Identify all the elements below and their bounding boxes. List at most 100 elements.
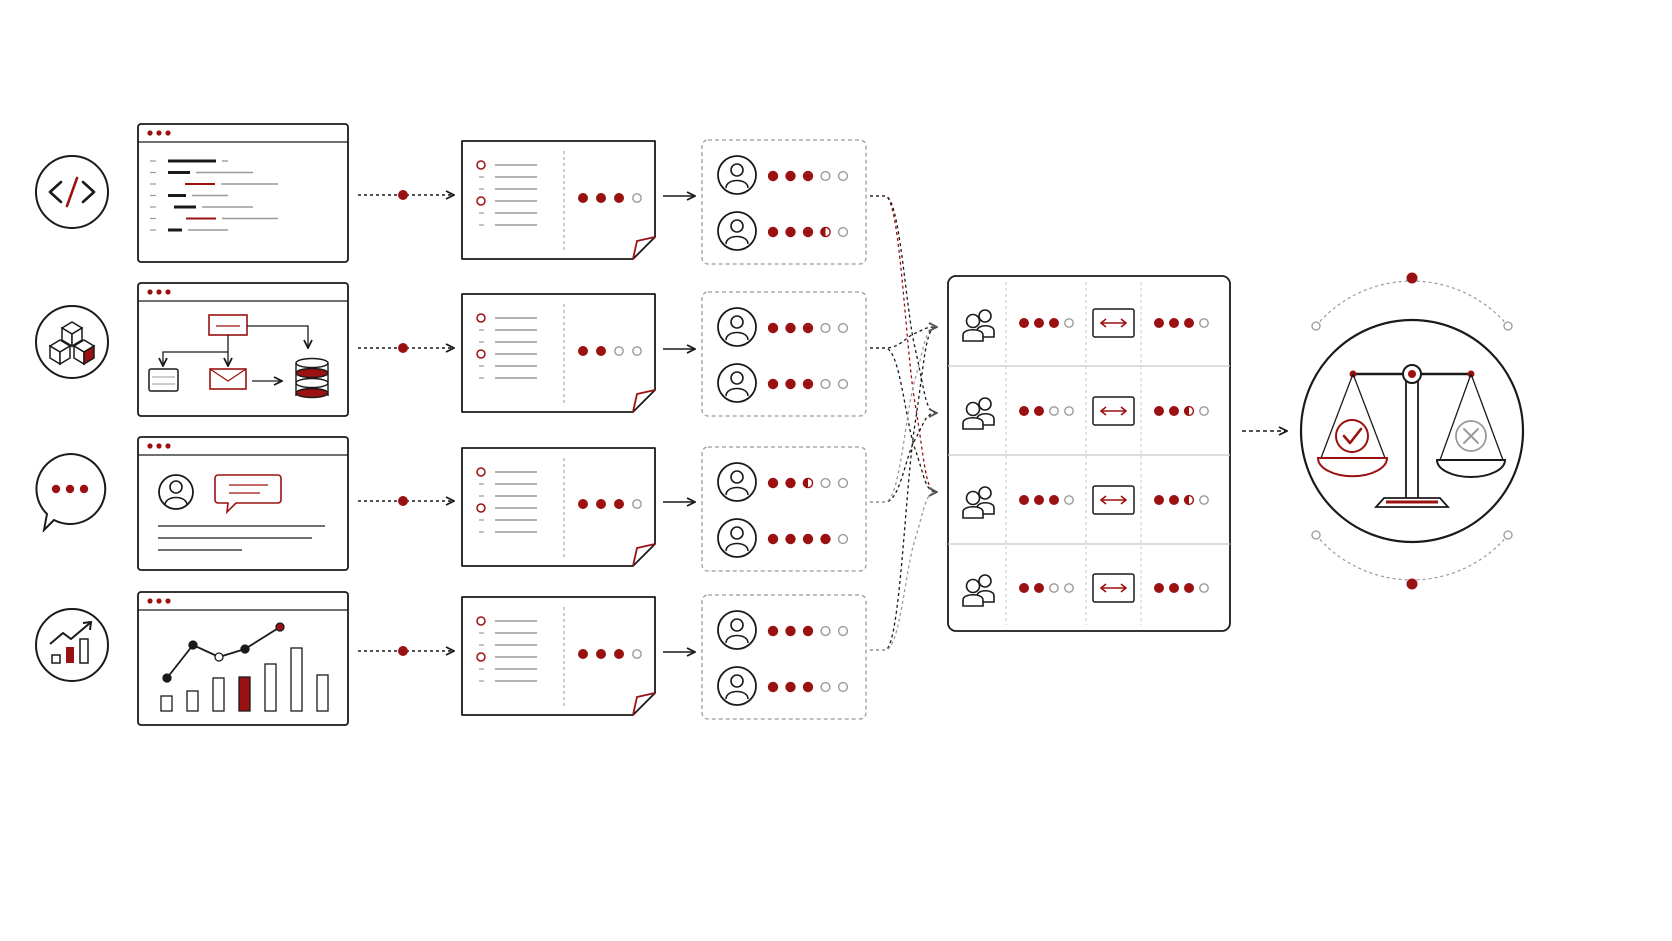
window-control-dot (147, 130, 153, 136)
connector-node-dot (398, 496, 408, 506)
trend-line (49, 622, 91, 645)
rater-score (767, 681, 849, 693)
orbit-node (1311, 321, 1321, 331)
swap-arrow-right-icon (1120, 583, 1128, 593)
rubric-card-outline (461, 447, 656, 567)
rating-dot-empty (820, 625, 831, 637)
orbit-node (1503, 530, 1513, 540)
rating-dot-filled (614, 193, 624, 203)
avatar-circle (717, 518, 757, 558)
typing-dot (79, 484, 89, 494)
flow-edge-left (163, 335, 229, 366)
comparison-frame (947, 275, 1231, 632)
routing-connector (870, 327, 937, 651)
rating-dot-filled (785, 170, 796, 182)
rater-avatar-icon (717, 610, 757, 650)
avatar-shoulders (725, 235, 749, 245)
rating-dot-filled (578, 346, 588, 356)
routing-connector (870, 413, 937, 503)
chart-bar (290, 647, 303, 712)
rater-pair-icon (962, 486, 995, 519)
window-control-dot (156, 130, 162, 136)
rating-dot-empty (632, 499, 642, 509)
rating-dot-empty (837, 170, 849, 182)
rating-dot-empty (820, 477, 831, 489)
right-score (1154, 494, 1209, 506)
rating-dot-filled (1019, 318, 1029, 328)
source-to-rubric-connector (358, 190, 454, 200)
code-editor-window (137, 123, 349, 263)
rating-dot-filled (1034, 406, 1044, 416)
rating-dot-half-fill (803, 478, 808, 488)
rating-dot-empty (1049, 583, 1059, 593)
rater-avatar-icon (717, 666, 757, 706)
right-pan (1435, 459, 1507, 478)
chart-bar (186, 690, 199, 712)
page-curl (632, 389, 656, 413)
rating-dot-filled (1034, 583, 1044, 593)
rating-dot-filled (820, 533, 831, 545)
check-mark (1342, 427, 1363, 445)
routing-connector (870, 347, 937, 492)
rater-avatar-icon (717, 307, 757, 347)
comparison-row (962, 485, 1209, 519)
rating-dot-empty (837, 625, 849, 637)
chart-bar (264, 663, 277, 712)
rater-score (767, 378, 849, 390)
users-icon-front-body (962, 416, 984, 430)
rating-dot-filled (1184, 318, 1194, 328)
trend-arrowhead (82, 620, 93, 631)
bar-small (51, 654, 61, 664)
left-score (1019, 583, 1074, 593)
left-pan-strings (1320, 373, 1386, 459)
rating-dot-filled (1049, 318, 1059, 328)
users-icon-back-head (978, 309, 992, 323)
code-icon (35, 155, 109, 229)
code-slash (65, 176, 79, 208)
rating-dot-half-fill (1184, 495, 1189, 505)
rating-dot-filled (578, 499, 588, 509)
window-control-dot (156, 443, 162, 449)
rubric-rating (578, 499, 642, 509)
rating-dot-empty (837, 322, 849, 334)
page-curl (632, 236, 656, 260)
rubric-bullet (476, 196, 486, 206)
avatar-circle (717, 363, 757, 403)
rating-dot-filled (596, 193, 606, 203)
rubric-rating (578, 193, 642, 203)
rating-dot-filled (802, 226, 814, 238)
rating-dot-filled (802, 378, 814, 390)
avatar-head (730, 315, 744, 329)
rating-dot-filled (802, 625, 814, 637)
left-pan (1316, 457, 1389, 478)
checkmark-icon (1335, 419, 1369, 453)
rating-dot-empty (1199, 495, 1209, 505)
rubric-rating (578, 346, 642, 356)
rating-dot-filled (802, 170, 814, 182)
rubric-card (461, 293, 656, 413)
database-disk (295, 367, 329, 379)
rating-dot-filled (767, 322, 779, 334)
rating-dot-filled (767, 378, 779, 390)
rating-dot-empty (1064, 495, 1074, 505)
rating-dot-empty (1064, 583, 1074, 593)
orbit-node (1311, 530, 1321, 540)
rater-pair-icon (962, 309, 995, 342)
rating-dot-filled (767, 477, 779, 489)
rating-dot-filled (785, 322, 796, 334)
rater-pair-icon (962, 397, 995, 430)
avatar-shoulders (725, 486, 749, 496)
rating-dot-filled (1049, 495, 1059, 505)
rating-dot-filled (802, 533, 814, 545)
flow-edge-right (247, 325, 308, 348)
window-control-dot (165, 289, 171, 295)
routing-connector (870, 195, 937, 413)
orbit-node (1503, 321, 1513, 331)
routing-connector (870, 327, 937, 503)
window-control-dot (147, 598, 153, 604)
avatar-circle (717, 211, 757, 251)
avatar-circle (717, 610, 757, 650)
orbit-node-accent (1406, 578, 1418, 590)
window-control-dot (165, 443, 171, 449)
